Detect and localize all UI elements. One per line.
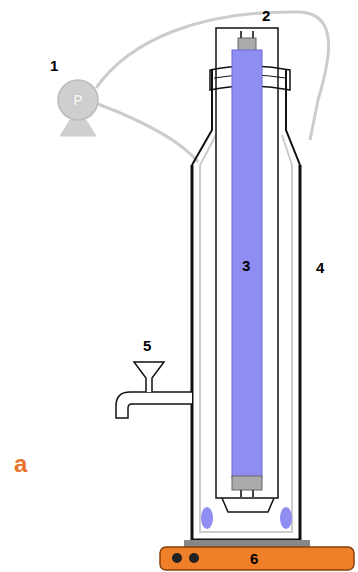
stir-bar [201,507,213,529]
lamp-well [216,28,278,498]
callout-number: 2 [262,8,270,23]
magnetic-stirrer [160,547,354,570]
lamp-cap [232,476,262,490]
lamp-pin [241,31,253,497]
stir-bar [280,507,292,529]
pump: P [56,78,100,122]
pump-letter: P [56,78,100,122]
callout-number: 3 [242,258,250,273]
panel-letter: a [14,452,27,476]
uv-lamp [232,50,262,478]
callout-number: 6 [250,551,258,566]
pump-base [60,120,96,136]
tap-valve [134,362,164,392]
callout-number: 4 [316,260,324,275]
stirrer-knob [172,553,182,563]
tube [98,104,198,162]
callout-number: 1 [50,58,58,73]
callout-number: 5 [143,338,151,353]
stirrer-knob [189,553,199,563]
tap-spout [116,392,192,418]
lamp-well-bottom [222,498,274,512]
